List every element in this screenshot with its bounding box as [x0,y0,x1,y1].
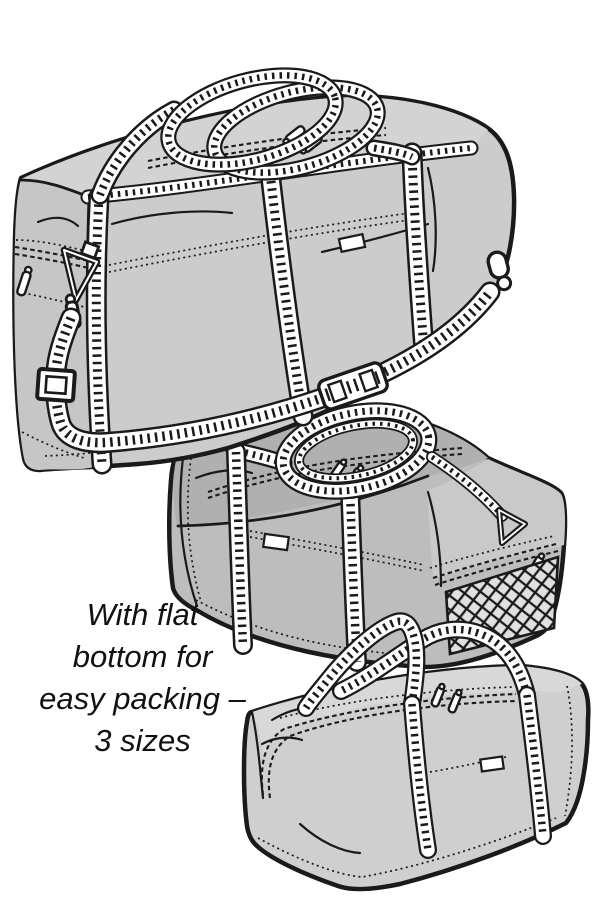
caption-line-4: 3 sizes [94,723,191,758]
medium-duffel-hang-loop [432,457,528,546]
small-duffel-zipper-pulls [430,682,463,714]
medium-duffel-tab [261,532,291,552]
large-duffel-end-zipper-pull [16,265,33,297]
small-duffel-tab [479,755,505,773]
caption-line-3: easy packing – [39,681,246,716]
large-duffel [12,59,517,470]
medium-duffel-end-panel [427,459,565,579]
small-duffel [241,621,591,892]
caption-line-2: bottom for [72,639,213,674]
strap-buckle [35,366,77,404]
large-duffel-tab [337,232,367,254]
large-duffel-dring [486,250,513,292]
strap-pad [317,361,389,411]
large-duffel-shoulder-strap [35,292,490,443]
small-duffel-top-face [252,666,582,757]
caption-line-1: With flat [86,597,199,632]
caption: With flat bottom for easy packing – 3 si… [25,594,260,762]
